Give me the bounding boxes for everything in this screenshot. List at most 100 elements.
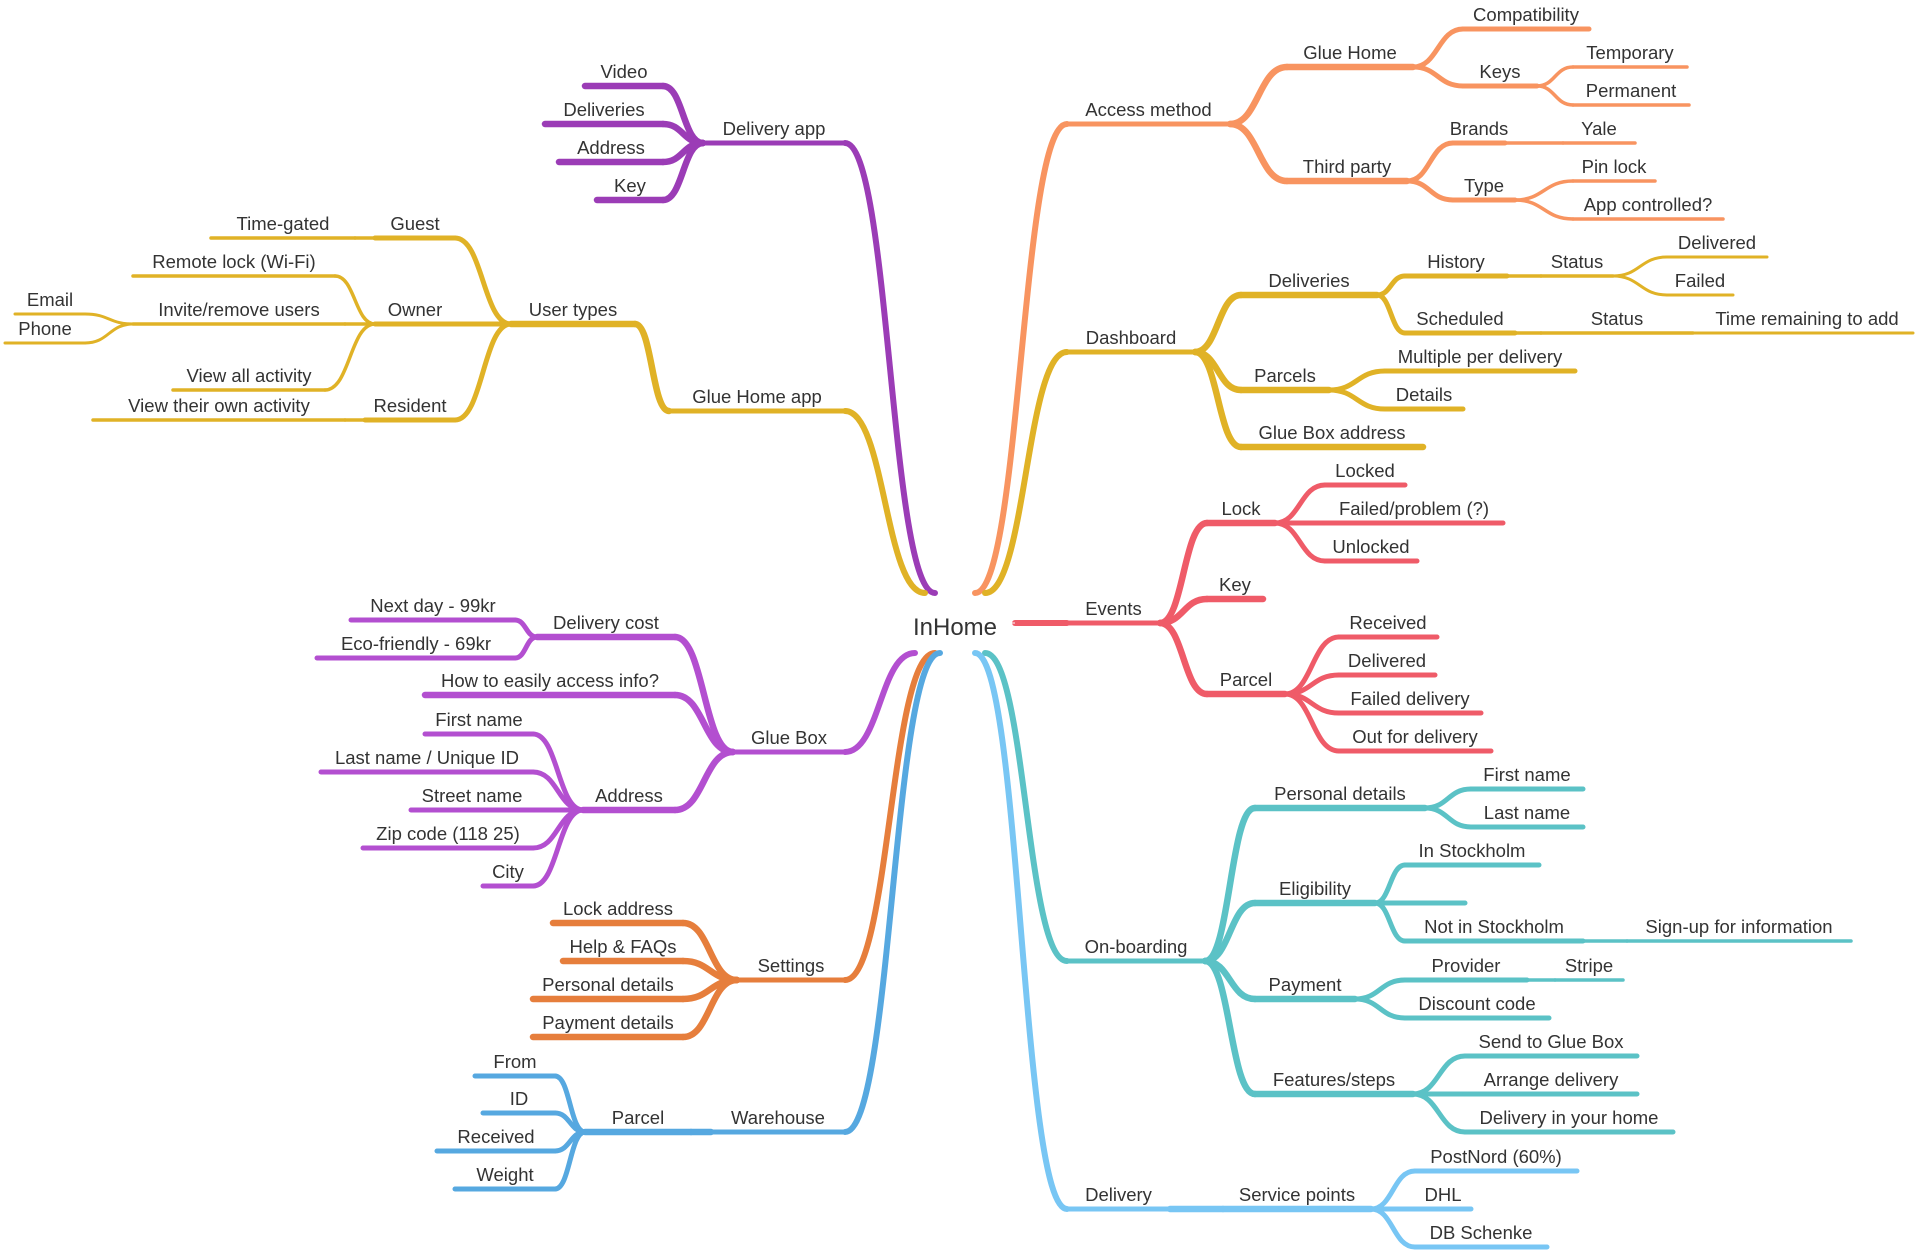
node-delivery-cost[interactable]: Delivery cost [553,612,659,633]
node-yale[interactable]: Yale [1581,118,1617,139]
node-deliveries[interactable]: Deliveries [563,99,644,120]
node-from[interactable]: From [493,1051,536,1072]
branch-settings[interactable]: Settings [758,955,825,976]
branch-glue-box[interactable]: Glue Box [751,727,828,748]
branch-on-boarding[interactable]: On-boarding [1085,936,1188,957]
branch-events[interactable]: Events [1085,598,1142,619]
node-pin-lock[interactable]: Pin lock [1582,156,1648,177]
node-delivered[interactable]: Delivered [1348,650,1426,671]
node-not-in-stockholm[interactable]: Not in Stockholm [1424,916,1564,937]
node-invite-remove-users[interactable]: Invite/remove users [158,299,319,320]
node-eco-friendly-69kr[interactable]: Eco-friendly - 69kr [341,633,491,654]
node-first-name[interactable]: First name [1483,764,1570,785]
node-type[interactable]: Type [1464,175,1504,196]
node-dhl[interactable]: DHL [1424,1184,1461,1205]
node-city[interactable]: City [492,861,525,882]
node-stripe[interactable]: Stripe [1565,955,1613,976]
node-address[interactable]: Address [595,785,663,806]
node-lock[interactable]: Lock [1221,498,1261,519]
node-first-name[interactable]: First name [435,709,522,730]
node-payment[interactable]: Payment [1268,974,1341,995]
node-brands[interactable]: Brands [1450,118,1509,139]
node-parcels[interactable]: Parcels [1254,365,1316,386]
node-phone[interactable]: Phone [18,318,72,339]
connector-events-2-3 [1282,691,1342,754]
node-lock-address[interactable]: Lock address [563,898,673,919]
node-guest[interactable]: Guest [390,213,439,234]
node-help-faqs[interactable]: Help & FAQs [570,936,677,957]
node-key[interactable]: Key [1219,574,1252,595]
node-time-gated[interactable]: Time-gated [237,213,330,234]
node-received[interactable]: Received [457,1126,534,1147]
node-multiple-per-delivery[interactable]: Multiple per delivery [1398,346,1563,367]
node-key[interactable]: Key [614,175,647,196]
node-owner[interactable]: Owner [388,299,443,320]
node-keys[interactable]: Keys [1479,61,1520,82]
node-payment-details[interactable]: Payment details [542,1012,674,1033]
node-resident[interactable]: Resident [373,395,446,416]
node-app-controlled[interactable]: App controlled? [1584,194,1713,215]
node-street-name[interactable]: Street name [422,785,523,806]
connector-access-method-1-0 [1404,140,1456,184]
node-deliveries[interactable]: Deliveries [1268,270,1349,291]
node-weight[interactable]: Weight [476,1164,533,1185]
node-out-for-delivery[interactable]: Out for delivery [1352,726,1478,747]
node-delivery-in-your-home[interactable]: Delivery in your home [1480,1107,1659,1128]
node-last-name-unique-id[interactable]: Last name / Unique ID [335,747,519,768]
node-time-remaining-to-add[interactable]: Time remaining to add [1715,308,1898,329]
node-discount-code[interactable]: Discount code [1418,993,1535,1014]
node-view-their-own-activity[interactable]: View their own activity [128,395,310,416]
node-history[interactable]: History [1427,251,1485,272]
branch-delivery-app[interactable]: Delivery app [723,118,826,139]
node-user-types[interactable]: User types [529,299,617,320]
node-locked[interactable]: Locked [1335,460,1395,481]
node-glue-box-address[interactable]: Glue Box address [1258,422,1405,443]
node-failed-problem[interactable]: Failed/problem (?) [1339,498,1489,519]
node-zip-code-118-25[interactable]: Zip code (118 25) [376,823,520,844]
node-video[interactable]: Video [601,61,648,82]
node-permanent[interactable]: Permanent [1586,80,1677,101]
node-scheduled[interactable]: Scheduled [1416,308,1503,329]
node-details[interactable]: Details [1396,384,1453,405]
branch-dashboard[interactable]: Dashboard [1086,327,1177,348]
node-delivered[interactable]: Delivered [1678,232,1756,253]
node-sign-up-for-information[interactable]: Sign-up for information [1645,916,1832,937]
node-how-to-easily-access-info[interactable]: How to easily access info? [441,670,659,691]
node-address[interactable]: Address [577,137,645,158]
branch-access-method[interactable]: Access method [1085,99,1211,120]
node-received[interactable]: Received [1349,612,1426,633]
node-email[interactable]: Email [27,289,73,310]
node-service-points[interactable]: Service points [1239,1184,1355,1205]
node-postnord-60[interactable]: PostNord (60%) [1430,1146,1562,1167]
node-arrange-delivery[interactable]: Arrange delivery [1484,1069,1619,1090]
node-eligibility[interactable]: Eligibility [1279,878,1352,899]
root-node-label[interactable]: InHome [913,614,997,641]
branch-delivery[interactable]: Delivery [1085,1184,1153,1205]
node-parcel[interactable]: Parcel [612,1107,664,1128]
node-view-all-activity[interactable]: View all activity [186,365,312,386]
node-personal-details[interactable]: Personal details [542,974,674,995]
node-status[interactable]: Status [1591,308,1643,329]
node-send-to-glue-box[interactable]: Send to Glue Box [1478,1031,1624,1052]
node-last-name[interactable]: Last name [1484,802,1570,823]
node-third-party[interactable]: Third party [1303,156,1392,177]
node-features-steps[interactable]: Features/steps [1273,1069,1395,1090]
branch-warehouse[interactable]: Warehouse [731,1107,825,1128]
node-db-schenke[interactable]: DB Schenke [1430,1222,1533,1243]
node-failed[interactable]: Failed [1675,270,1725,291]
node-glue-home[interactable]: Glue Home [1303,42,1397,63]
node-temporary[interactable]: Temporary [1586,42,1674,63]
node-compatibility[interactable]: Compatibility [1473,4,1580,25]
node-next-day-99kr[interactable]: Next day - 99kr [370,595,495,616]
branch-glue-home-app[interactable]: Glue Home app [692,386,822,407]
node-parcel[interactable]: Parcel [1220,669,1272,690]
node-personal-details[interactable]: Personal details [1274,783,1406,804]
node-failed-delivery[interactable]: Failed delivery [1350,688,1470,709]
node-remote-lock-wi-fi[interactable]: Remote lock (Wi-Fi) [152,251,315,272]
node-provider[interactable]: Provider [1432,955,1501,976]
node-in-stockholm[interactable]: In Stockholm [1419,840,1526,861]
node-status[interactable]: Status [1551,251,1603,272]
node-unlocked[interactable]: Unlocked [1332,536,1409,557]
node-id[interactable]: ID [510,1088,529,1109]
